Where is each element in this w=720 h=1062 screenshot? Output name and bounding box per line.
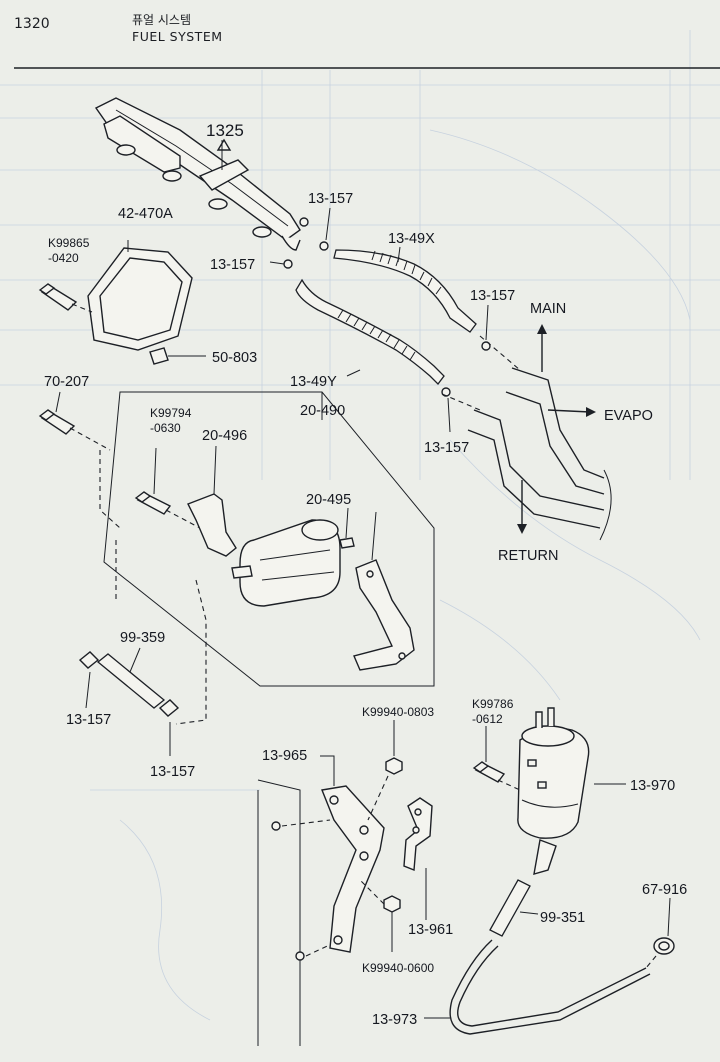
label-13-157-c: 13-157 [470, 288, 515, 304]
label-13-49y: 13-49Y [290, 374, 337, 390]
hose-13-49x [319, 241, 491, 351]
label-return: RETURN [498, 548, 558, 564]
label-50-803: 50-803 [212, 350, 257, 366]
bracket-20-495 [353, 511, 415, 671]
label-20-496: 20-496 [202, 428, 247, 444]
filter-group-outline [99, 391, 435, 725]
nut-k99940-0600 [359, 879, 401, 952]
bracket-20-496 [187, 445, 237, 557]
label-13-961: 13-961 [408, 922, 453, 938]
label-13-973: 13-973 [372, 1012, 417, 1028]
label-20-495: 20-495 [306, 492, 351, 508]
fuel-rail-assembly [94, 97, 309, 251]
grommet-67-916 [645, 897, 675, 969]
label-k99865-line1: K99865 [48, 236, 90, 250]
page-number: 1320 [14, 16, 50, 32]
label-42-470a: 42-470A [118, 206, 173, 222]
label-k99794-line2: -0630 [150, 421, 181, 435]
bolt-k99794 [134, 447, 201, 529]
bracket-13-961 [403, 797, 433, 920]
part-labels: 1325 42-470A K99865 -0420 13-157 13-157 … [44, 121, 687, 1028]
label-13-157-b: 13-157 [210, 257, 255, 273]
hose-13-49y [283, 259, 451, 397]
bleed-through-background [0, 30, 720, 1021]
label-k99794-line1: K99794 [150, 406, 192, 420]
label-1325: 1325 [206, 121, 244, 140]
leader-lines-upper [269, 207, 521, 433]
label-20-490: 20-490 [300, 403, 345, 419]
bolt-70-207 [38, 391, 111, 451]
nut-k99940-0803 [367, 720, 403, 821]
label-k99940-0803: K99940-0803 [362, 705, 434, 719]
mounting-panel [257, 779, 341, 1046]
label-k99940-0600: K99940-0600 [362, 961, 434, 975]
label-13-157-a: 13-157 [308, 191, 353, 207]
label-99-351: 99-351 [540, 910, 585, 926]
pipe-13-973 [424, 939, 651, 1035]
label-99-359: 99-359 [120, 630, 165, 646]
label-13-970: 13-970 [630, 778, 675, 794]
fuel-filter [231, 507, 355, 607]
label-13-157-e: 13-157 [66, 712, 111, 728]
label-13-965: 13-965 [262, 748, 307, 764]
gasket-42-470a [87, 240, 193, 351]
clip-50-803 [149, 347, 206, 365]
bolt-k99865 [38, 283, 93, 313]
label-13-157-f: 13-157 [150, 764, 195, 780]
label-13-49x: 13-49X [388, 231, 435, 247]
label-k99786-line1: K99786 [472, 697, 514, 711]
label-13-157-d: 13-157 [424, 440, 469, 456]
label-evapo: EVAPO [604, 408, 653, 424]
section-title-korean: 퓨얼 시스템 [132, 13, 192, 27]
hose-99-359 [78, 647, 180, 756]
bracket-13-965 [320, 755, 385, 953]
hose-99-351 [489, 879, 539, 937]
label-k99786-line2: -0612 [472, 712, 503, 726]
label-67-916: 67-916 [642, 882, 687, 898]
canister-13-970 [517, 707, 626, 875]
fuel-line-pipes [467, 324, 612, 541]
bolt-k99786 [472, 726, 521, 791]
label-k99865-line2: -0420 [48, 251, 79, 265]
label-main: MAIN [530, 301, 566, 317]
label-70-207: 70-207 [44, 374, 89, 390]
section-title-english: FUEL SYSTEM [132, 29, 223, 44]
